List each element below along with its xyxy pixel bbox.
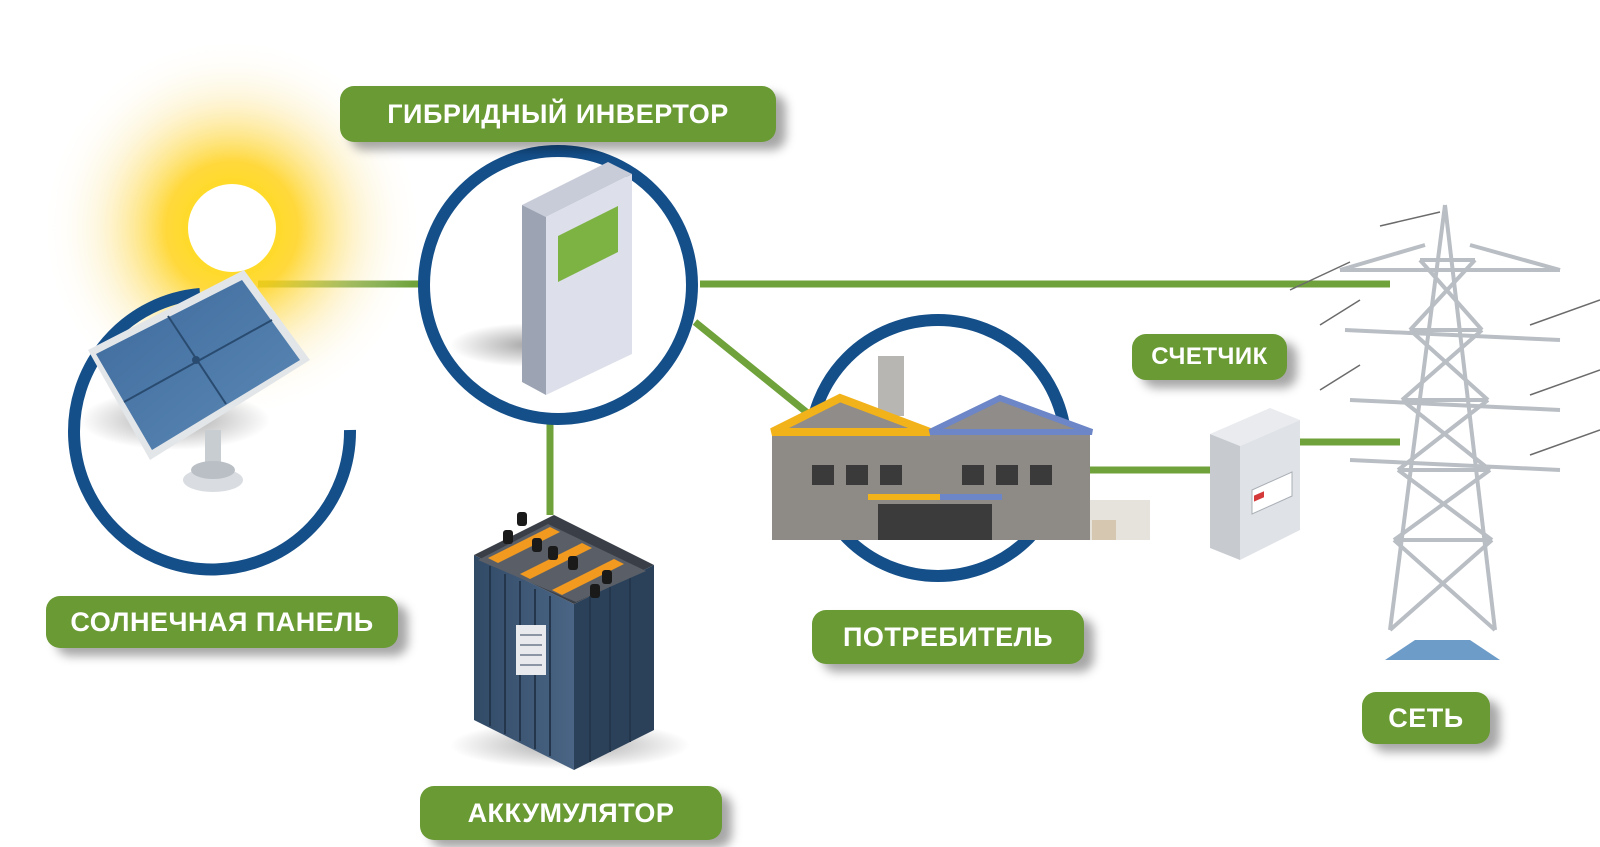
label-battery: АККУМУЛЯТОР — [420, 786, 722, 840]
battery-icon — [450, 512, 690, 770]
power-tower-icon — [1289, 204, 1600, 660]
solar-panel-icon — [68, 270, 357, 576]
line-inverter-consumer — [692, 319, 813, 418]
label-hybrid-inverter: ГИБРИДНЫЙ ИНВЕРТОР — [340, 86, 776, 142]
sun-icon — [42, 38, 422, 418]
label-solar-panel: СОЛНЕЧНАЯ ПАНЕЛЬ — [46, 596, 398, 648]
label-meter: СЧЕТЧИК — [1132, 334, 1287, 380]
factory-icon — [770, 314, 1150, 582]
inverter-icon — [418, 145, 698, 425]
label-grid: СЕТЬ — [1362, 692, 1490, 744]
label-consumer: ПОТРЕБИТЕЛЬ — [812, 610, 1084, 664]
electric-meter-icon — [1210, 408, 1300, 560]
